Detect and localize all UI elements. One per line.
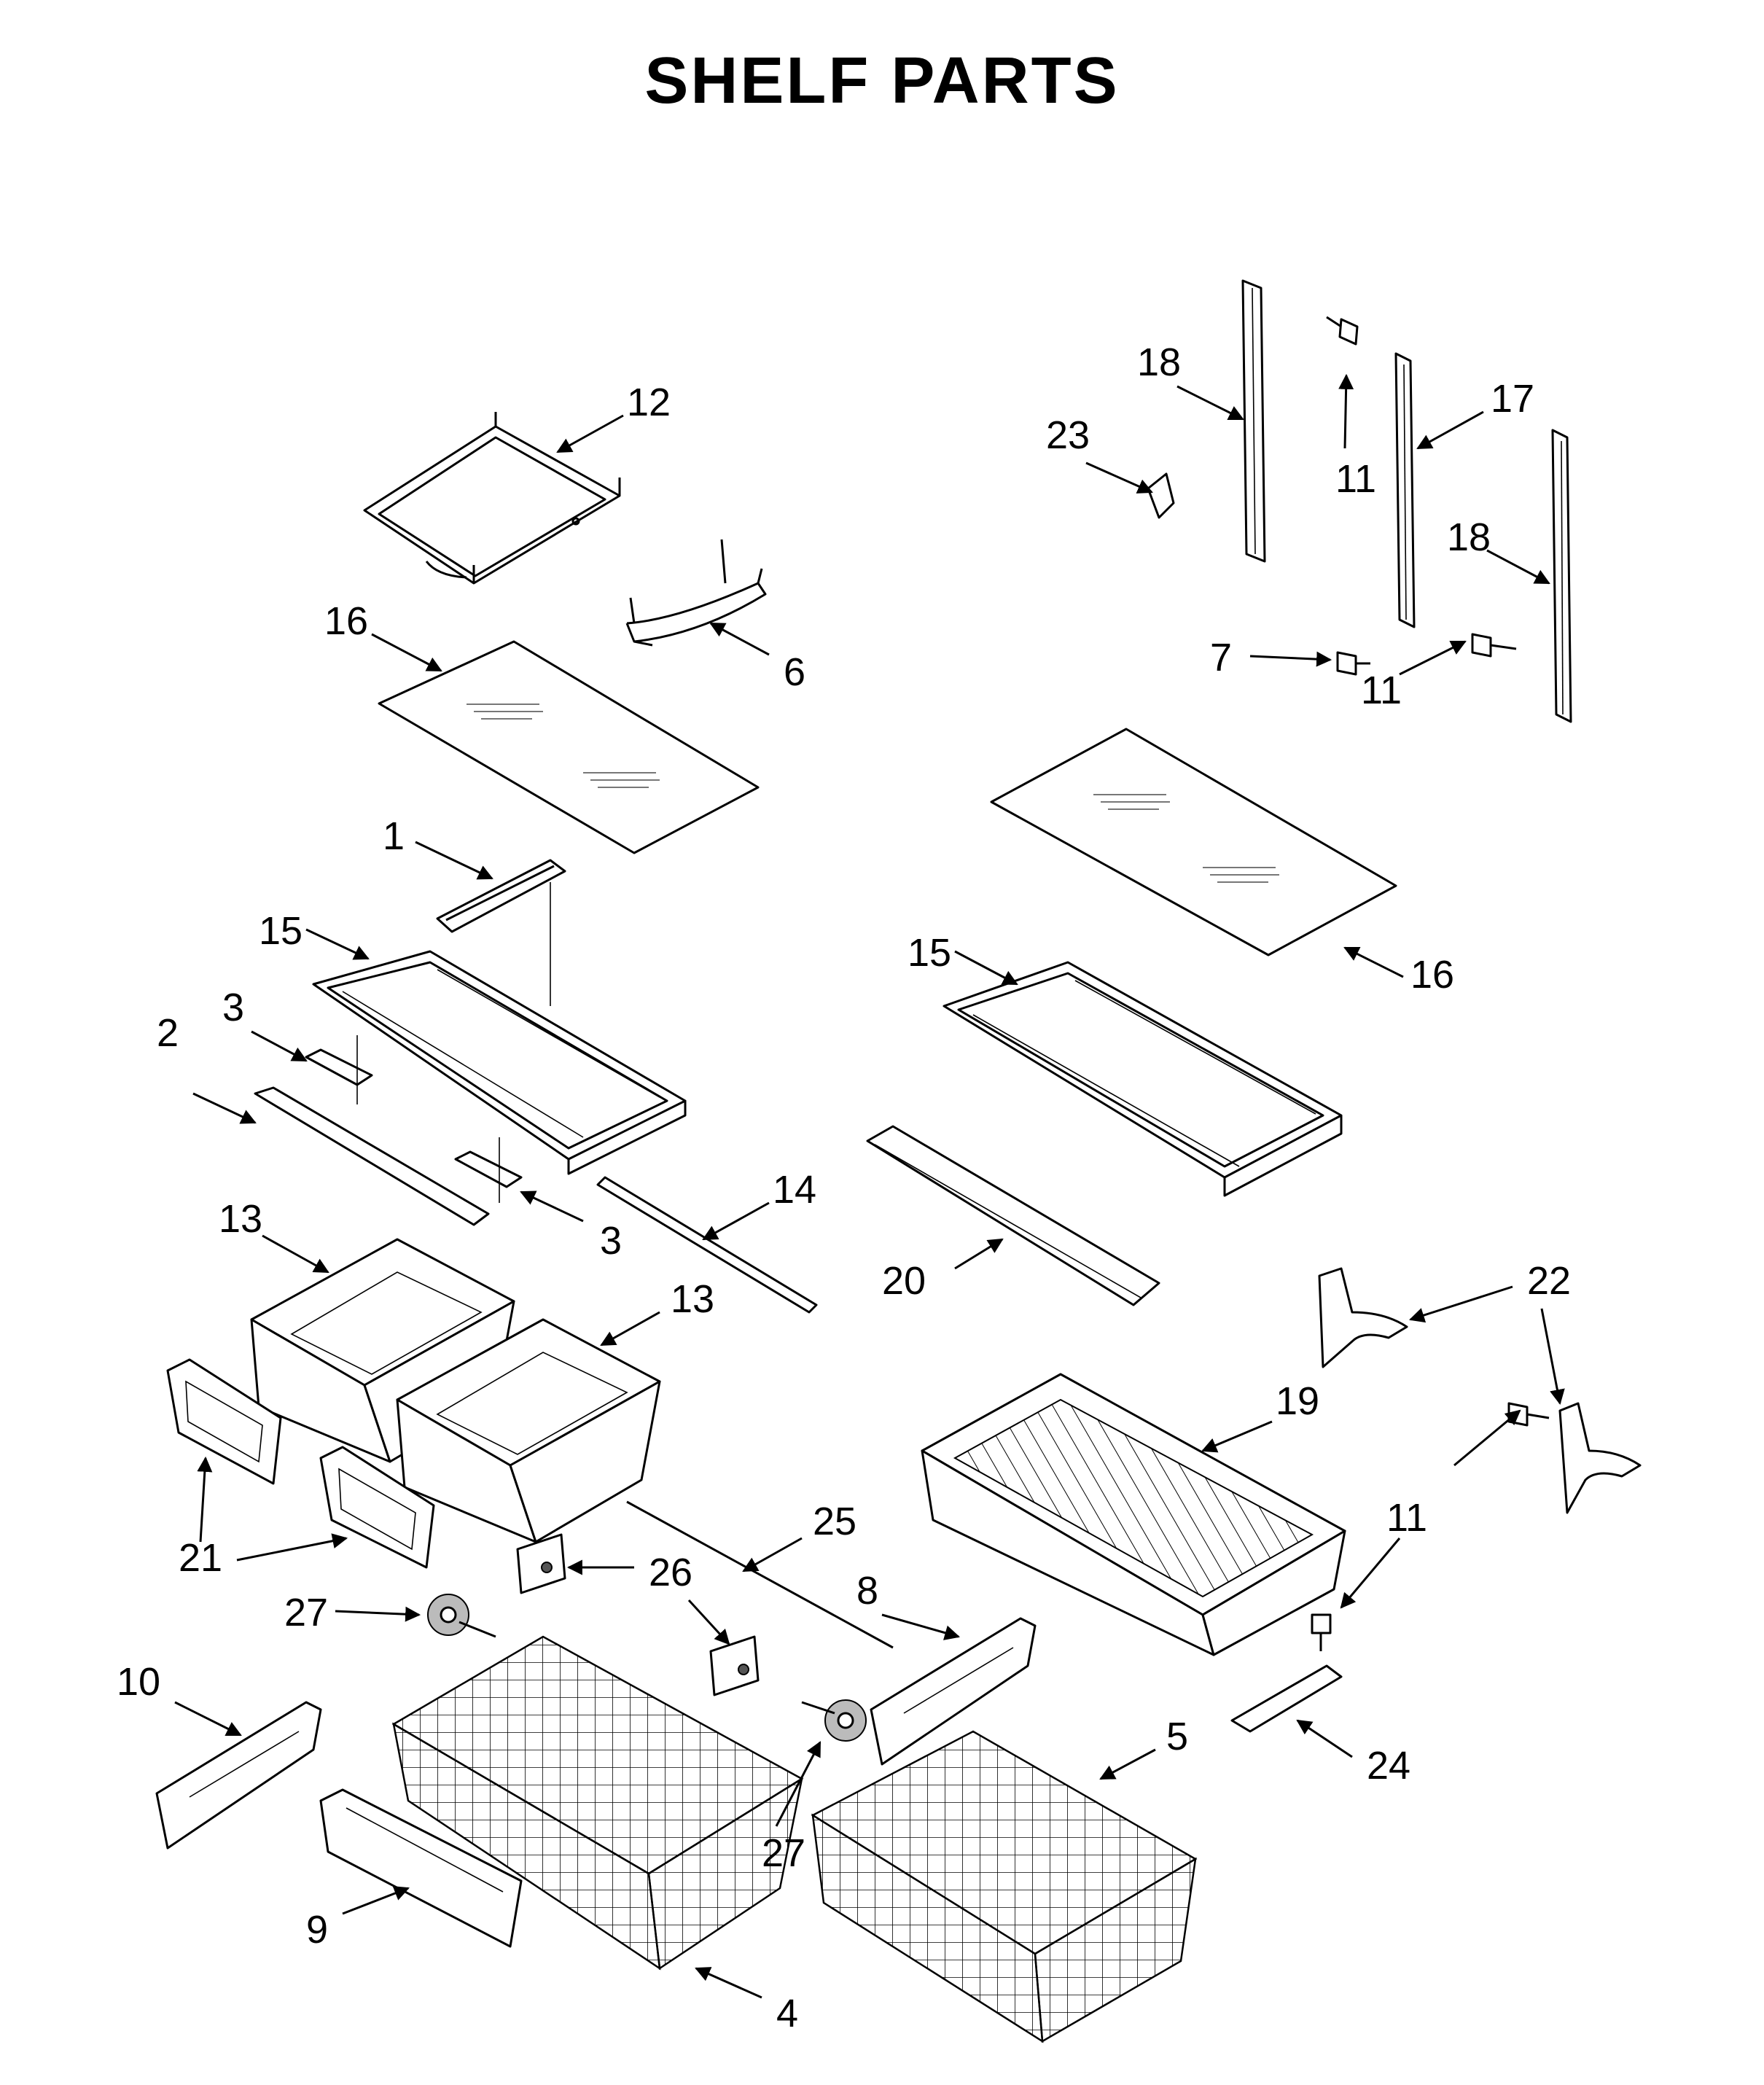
part-14-rod [596,1176,818,1314]
part-15-shelf-frame-right [943,961,1343,1197]
part-23-clip [1147,472,1175,519]
callout-22: 22 [1527,1259,1571,1303]
part-5-wire-basket-right [811,1730,1198,2043]
callout-15b: 15 [908,931,951,975]
part-11-screw-lower [1311,1613,1332,1651]
callout-16a: 16 [324,599,368,643]
callout-15a: 15 [259,909,303,953]
callout-6: 6 [784,650,805,694]
callout-25: 25 [813,1500,856,1543]
part-17-rail-center [1394,352,1416,628]
callout-11c: 11 [1386,1496,1427,1540]
callout-16b: 16 [1410,953,1454,997]
part-11-screw-top [1326,316,1359,346]
part-16-glass-shelf-left [378,640,760,854]
part-26-slide-mount-upper [516,1533,566,1594]
callout-21: 21 [179,1536,222,1580]
part-21-crisper-cover-right [319,1446,435,1569]
part-16-glass-shelf-right [990,728,1397,956]
callout-20: 20 [882,1259,926,1303]
callout-3b: 3 [600,1219,622,1263]
callout-10: 10 [117,1660,160,1704]
part-8-basket-front [870,1617,1037,1766]
callout-7: 7 [1210,636,1232,679]
part-1-shelf-rail [436,859,566,1006]
callout-9: 9 [306,1908,328,1952]
part-15-shelf-frame-left [312,950,687,1175]
callout-19: 19 [1276,1379,1319,1423]
callout-2: 2 [157,1011,179,1055]
callout-12: 12 [627,381,671,424]
callout-18b: 18 [1447,515,1491,559]
callout-23: 23 [1046,413,1090,457]
part-22-bracket-upper [1318,1267,1408,1368]
part-24-bracket [1230,1664,1343,1733]
callout-labels: 1 2 3 3 4 5 6 7 8 9 10 11 11 11 12 13 13… [117,340,1571,2035]
part-25-rod [626,1500,894,1649]
diagram-title: SHELF PARTS [644,44,1120,117]
callout-3a: 3 [222,986,244,1029]
callout-8: 8 [856,1569,878,1613]
part-2-shelf-trim [254,1086,490,1226]
part-6-shelf-bracket [625,539,767,647]
leader-lines [174,373,1565,1999]
callout-14: 14 [773,1168,816,1212]
callout-11b: 11 [1361,669,1402,712]
callout-5: 5 [1166,1715,1188,1758]
callout-27b: 27 [762,1831,805,1875]
part-12-top-shelf-frame [363,412,621,585]
callout-13b: 13 [671,1277,714,1321]
part-3-clip-upper [305,1035,373,1104]
part-20-shelf-trim-right [866,1125,1160,1306]
part-10-basket-front [155,1701,322,1850]
part-7-screw [1336,651,1370,676]
callout-26: 26 [649,1551,692,1594]
callout-13a: 13 [219,1197,262,1241]
part-22-bracket-lower [1558,1402,1642,1514]
callout-11a: 11 [1335,457,1376,501]
callout-4: 4 [776,1992,798,2035]
callout-24: 24 [1367,1744,1410,1788]
part-3-clip-lower [454,1137,523,1203]
part-26-slide-mount-lower [709,1635,760,1696]
part-11-screw-mid [1471,633,1517,658]
part-9-basket-front [319,1788,523,1948]
part-18-rail-left [1241,279,1266,563]
part-13-crisper-bin-right [396,1318,661,1543]
part-4-wire-basket-left [391,1635,804,1971]
callout-18a: 18 [1137,340,1181,384]
part-18-rail-right [1551,429,1572,723]
callout-27a: 27 [284,1591,328,1634]
part-27-gear-upper [427,1594,496,1638]
callout-1: 1 [383,814,405,858]
part-27-gear-lower [801,1699,867,1742]
callout-17: 17 [1491,377,1534,421]
part-19-pantry-drawer [921,1373,1346,1656]
part-21-crisper-cover-left [166,1358,282,1485]
